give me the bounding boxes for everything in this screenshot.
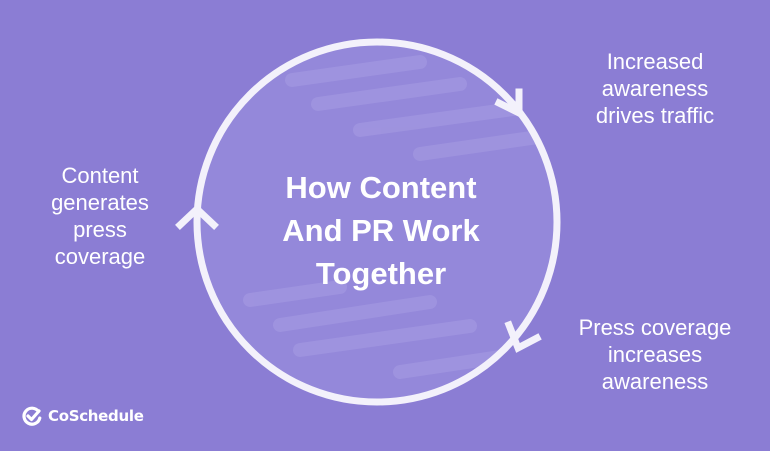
step-label-content: Content generates press coverage <box>30 162 170 270</box>
cycle-circle-fill <box>197 42 557 402</box>
step-label-line: awareness <box>601 76 709 101</box>
coschedule-check-icon <box>22 406 42 426</box>
step-label-line: Content <box>61 163 139 188</box>
step-label-line: awareness <box>601 369 709 394</box>
step-label-line: Increased <box>606 49 704 74</box>
step-label-line: drives traffic <box>595 103 715 128</box>
step-label-line: increases <box>607 342 703 367</box>
step-label-line: coverage <box>54 244 146 269</box>
step-label-line: Press coverage <box>578 315 732 340</box>
arrow-bottom-right-icon <box>504 320 542 353</box>
brand-name: CoSchedule <box>48 407 144 425</box>
title-line: Together <box>315 256 447 291</box>
diagram-title: How Content And PR Work Together <box>258 166 504 295</box>
brand-logo: CoSchedule <box>22 406 144 426</box>
step-label-traffic: Increased awareness drives traffic <box>575 48 735 129</box>
step-label-line: press <box>73 217 127 242</box>
title-line: And PR Work <box>282 213 480 248</box>
step-label-awareness: Press coverage increases awareness <box>560 314 750 395</box>
step-label-line: generates <box>51 190 149 215</box>
decorative-bars <box>243 55 552 379</box>
arrow-top-right-icon <box>494 88 523 119</box>
title-line: How Content <box>285 170 477 205</box>
cycle-circle-ring <box>193 38 561 406</box>
arrow-left-icon <box>175 204 219 230</box>
